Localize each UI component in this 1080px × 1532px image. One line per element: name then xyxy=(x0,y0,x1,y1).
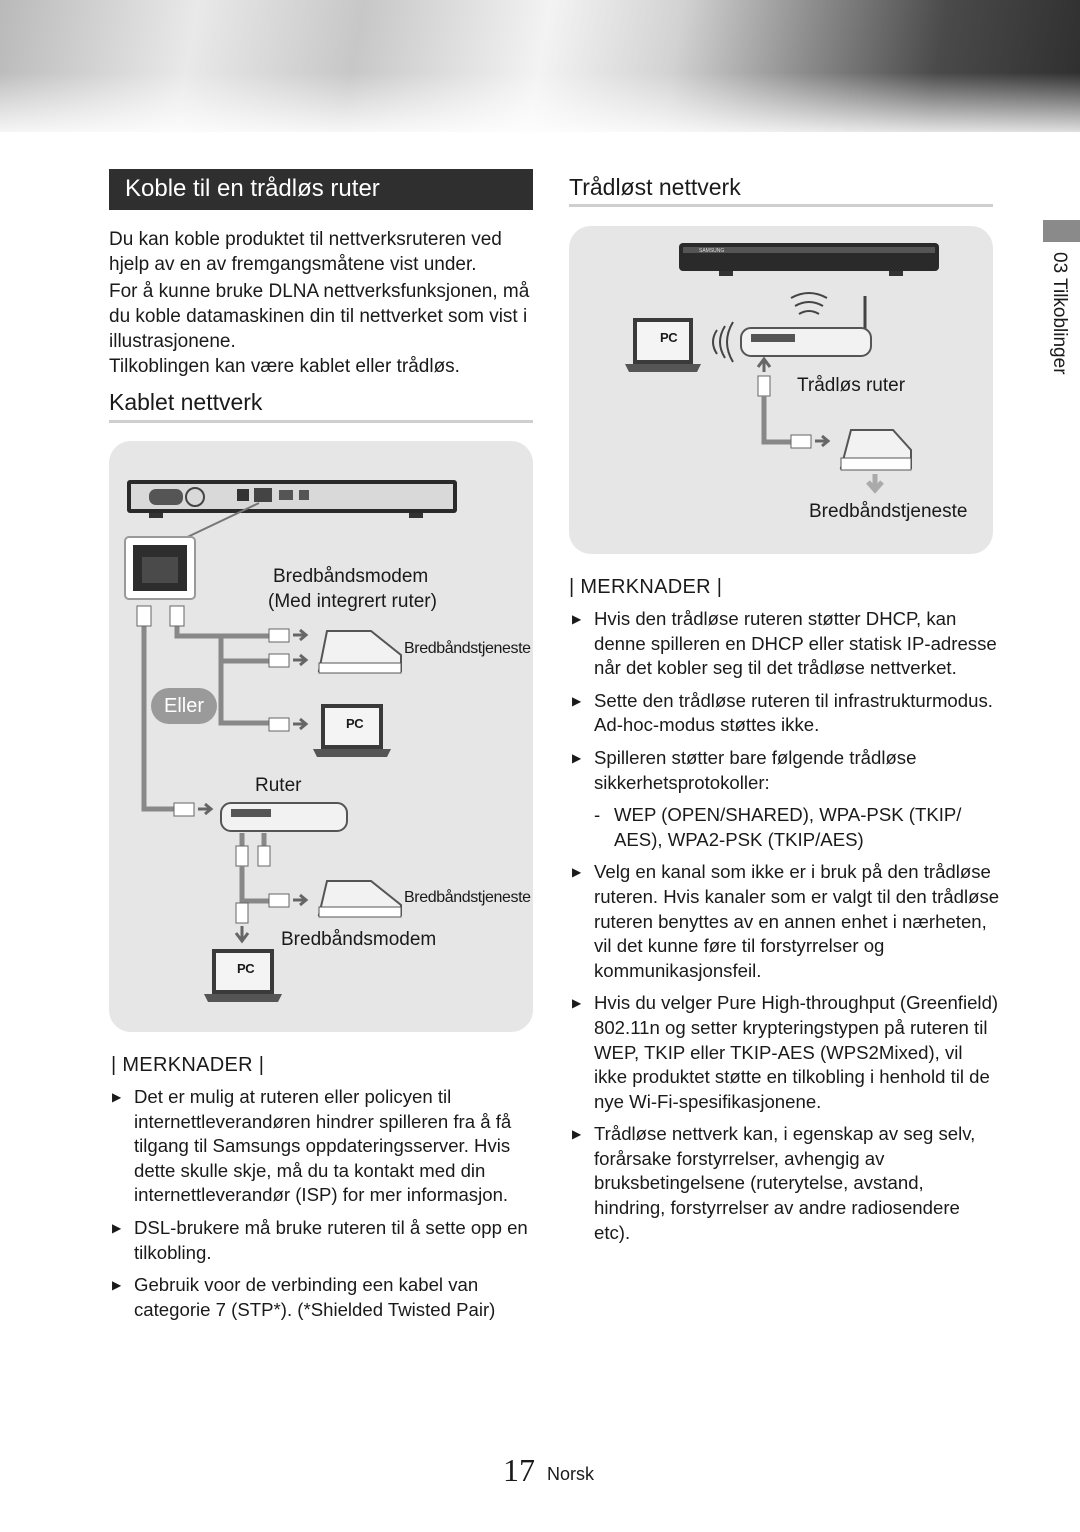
chapter-label: 03 Tilkoblinger xyxy=(1049,252,1070,375)
list-item: ▶ DSL-brukere må bruke ruteren til å sett… xyxy=(110,1216,530,1265)
label-router: Ruter xyxy=(255,775,302,796)
list-item: ▶ Trådløse nettverk kan, i egenskap av se… xyxy=(570,1122,1000,1245)
bullet-arrow-icon: ▶ xyxy=(572,996,582,1011)
modem-device-1 xyxy=(317,630,402,674)
bullet-arrow-icon: ▶ xyxy=(112,1090,122,1104)
note-text: Spilleren støtter bare følgende trådløse… xyxy=(594,746,917,793)
intro-paragraph-3: Tilkoblingen kan være kablet eller trådl… xyxy=(109,356,460,377)
wired-notes-list: ▶ Det er mulig at ruteren eller policyen … xyxy=(110,1085,530,1330)
note-text: Velg en kanal som ikke er i bruk på den … xyxy=(594,861,1000,981)
list-item: ▶ Det er mulig at ruteren eller policyen … xyxy=(110,1085,530,1208)
sub-note-text: WEP (OPEN/SHARED), WPA-PSK (TKIP/ AES), … xyxy=(614,804,962,850)
player-rear-panel xyxy=(127,480,457,518)
bullet-arrow-icon: ▶ xyxy=(572,612,582,626)
bullet-arrow-icon: ▶ xyxy=(572,693,582,708)
brand-text: SAMSUNG xyxy=(699,248,724,254)
label-wireless-router: Trådløs ruter xyxy=(797,375,906,396)
wireless-laptop-pc-label: PC xyxy=(660,330,678,345)
note-text: Sette den trådløse ruteren til infrastru… xyxy=(594,689,993,736)
laptop-1-pc-label: PC xyxy=(346,716,364,731)
wireless-modem xyxy=(839,429,912,471)
sub-note-dash: - xyxy=(594,804,601,826)
wireless-notes-heading: | MERKNADER | xyxy=(569,576,723,598)
wireless-laptop xyxy=(625,318,701,372)
intro-paragraph-2: For å kunne bruke DLNA nettverksfunksjon… xyxy=(109,281,530,352)
label-modem-router-line1: Bredbåndsmodem xyxy=(273,566,429,587)
wired-diagram xyxy=(124,480,457,1002)
note-text: Gebruik voor de verbinding een kabel van… xyxy=(134,1274,496,1320)
laptop-2-pc-label: PC xyxy=(237,961,255,976)
modem-device-2 xyxy=(317,880,402,918)
list-item: ▶ Spilleren støtter bare følgende trådløs… xyxy=(570,746,1000,852)
note-text: Hvis den trådløse ruteren støtter DHCP, … xyxy=(594,608,997,679)
note-text: DSL-brukere må bruke ruteren til å sette… xyxy=(134,1216,528,1263)
section-title: Koble til en trådløs ruter xyxy=(125,175,380,202)
page-language: Norsk xyxy=(547,1464,595,1484)
header-banner-fade xyxy=(0,0,1080,132)
wireless-heading-rule xyxy=(569,204,993,207)
list-item: ▶ Gebruik voor de verbinding een kabel va… xyxy=(110,1273,530,1322)
list-item: ▶ Velg en kanal som ikke er i bruk på den… xyxy=(570,860,1000,983)
bullet-arrow-icon: ▶ xyxy=(572,1127,582,1142)
player-front xyxy=(679,243,939,276)
label-wireless-broadband-service: Bredbåndstjeneste xyxy=(809,501,968,522)
wired-heading: Kablet nettverk xyxy=(109,389,263,415)
wireless-router xyxy=(740,296,872,357)
router-device xyxy=(220,802,348,832)
note-text: Det er mulig at ruteren eller policyen t… xyxy=(134,1086,512,1206)
label-modem-router-line2: (Med integrert ruter) xyxy=(268,591,437,612)
label-broadband-modem: Bredbåndsmodem xyxy=(281,929,437,950)
bullet-arrow-icon: ▶ xyxy=(572,865,582,880)
wireless-heading: Trådløst nettverk xyxy=(569,174,741,200)
section-title-bar: Koble til en trådløs ruter xyxy=(109,169,533,210)
sub-note: -WEP (OPEN/SHARED), WPA-PSK (TKIP/ AES),… xyxy=(594,803,1000,852)
wireless-diagram: SAMSUNG xyxy=(625,243,939,494)
label-broadband-service-1: Bredbåndstjeneste xyxy=(404,640,531,657)
list-item: ▶ Hvis du velger Pure High-throughput (Gr… xyxy=(570,991,1000,1114)
page-number: 17 xyxy=(503,1452,535,1488)
bullet-arrow-icon: ▶ xyxy=(112,1278,122,1293)
lan-port-closeup xyxy=(124,536,196,600)
or-badge: Eller xyxy=(151,688,217,724)
wireless-diagram-panel xyxy=(569,226,993,554)
note-text: Trådløse nettverk kan, i egenskap av seg… xyxy=(594,1123,976,1243)
intro-paragraph-1: Du kan koble produktet til nettverksrute… xyxy=(109,229,502,275)
note-text: Hvis du velger Pure High-throughput (Gre… xyxy=(594,992,999,1112)
list-item: ▶ Hvis den trådløse ruteren støtter DHCP,… xyxy=(570,607,1000,681)
wired-notes-heading: | MERKNADER | xyxy=(111,1054,265,1076)
list-item: ▶ Sette den trådløse ruteren til infrastr… xyxy=(570,689,1000,738)
laptop-2 xyxy=(204,949,282,1002)
wireless-notes-list: ▶ Hvis den trådløse ruteren støtter DHCP,… xyxy=(570,607,1000,1253)
label-broadband-service-2: Bredbåndstjeneste xyxy=(404,889,531,906)
wired-heading-rule xyxy=(109,420,533,423)
chapter-tab-marker xyxy=(1043,220,1080,242)
bullet-arrow-icon: ▶ xyxy=(112,1220,122,1235)
laptop-1 xyxy=(313,704,391,757)
bullet-arrow-icon: ▶ xyxy=(572,750,582,765)
